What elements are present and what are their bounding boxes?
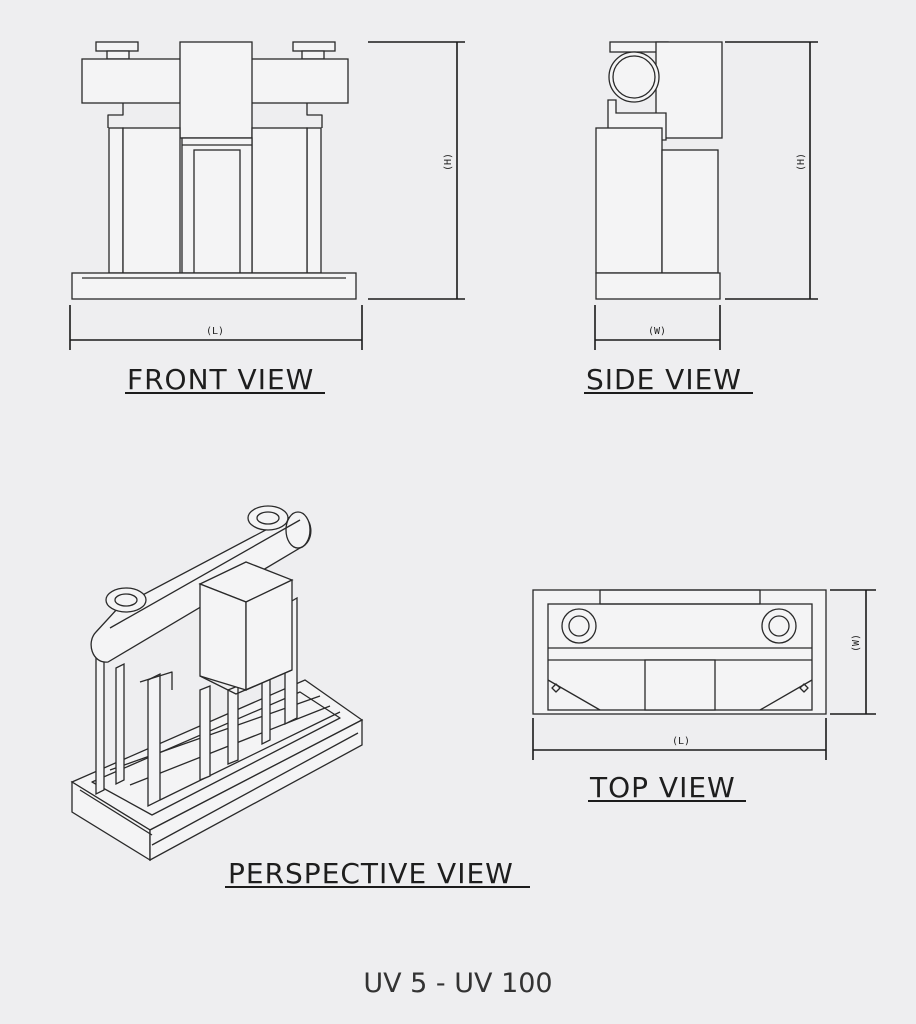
model-range-caption: UV 5 - UV 100 [363,968,553,999]
side-view-drawing [594,41,818,350]
perspective-view-drawing [70,505,364,862]
top-view-label: TOP VIEW [589,771,736,804]
side-view-label: SIDE VIEW [586,363,742,396]
side-height-dim-label: (H) [796,153,807,171]
front-height-dim-label: (H) [443,153,454,171]
side-width-dim-label: (W) [648,326,666,337]
front-width-dim-label: (L) [206,326,224,337]
front-view-label: FRONT VIEW [127,363,314,396]
front-view-drawing [69,41,465,350]
top-height-dim-label: (W) [851,634,862,652]
top-width-dim-label: (L) [672,736,690,747]
perspective-view-label: PERSPECTIVE VIEW [228,857,514,890]
top-view-drawing [532,589,876,760]
